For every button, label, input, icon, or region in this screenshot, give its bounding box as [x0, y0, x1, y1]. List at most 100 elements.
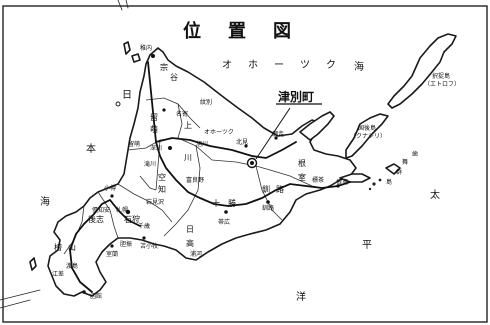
label-urakawa: 浦河	[190, 250, 202, 258]
frame-fold-lines	[0, 0, 129, 309]
sea-okhotsk-4: ツ	[300, 60, 310, 71]
label-etorofu: 択捉島	[432, 72, 450, 80]
habomai-islet-1	[372, 182, 376, 186]
label-rumoi-1: 留	[150, 112, 158, 122]
sea-pacific-2: 平	[362, 240, 372, 251]
label-tokachi-1: 十	[212, 198, 220, 208]
hokkaido-landmass	[47, 47, 357, 297]
label-asahikawa: 旭川	[196, 140, 208, 148]
rishiri-island	[131, 53, 141, 63]
label-takikawa: 滝川	[144, 160, 156, 168]
label-nayoro: 名寄	[176, 110, 188, 118]
label-ishikari: 石狩	[124, 214, 140, 224]
label-hiyama-1: 檜	[54, 242, 62, 252]
label-hidaka-1: 日	[186, 225, 194, 234]
rebun-island	[123, 41, 131, 55]
city-dot-hakodate	[82, 290, 86, 294]
tsubetsu-marker-center	[250, 161, 254, 165]
label-rumoi-2: 萌	[150, 124, 158, 134]
teuri-island	[115, 101, 121, 107]
map-title-char-3: 図	[273, 21, 291, 42]
label-hiyama-2: 山	[68, 242, 76, 252]
city-dot-asahikawa	[168, 146, 172, 150]
city-dot-kushiro	[266, 200, 270, 204]
sea-okhotsk-2: ホ	[248, 59, 258, 71]
map-title-char-2: 置	[228, 21, 246, 42]
sea-pacific-3: 洋	[296, 290, 306, 303]
habomai-islet-2	[378, 178, 382, 182]
label-shibecha: 標茶	[312, 176, 324, 184]
label-rumoi-city: 留萌	[128, 140, 140, 148]
label-soya-2: 谷	[170, 73, 178, 82]
label-kunashiri-kana: （クナシリ）	[350, 133, 386, 140]
city-dot-wakkanai	[151, 54, 155, 58]
label-obihiro: 帯広	[218, 218, 230, 226]
label-habomai-1: 歯	[412, 150, 418, 158]
label-iwamizawa: 岩見沢	[146, 198, 164, 206]
label-kamikawa-2: 川	[184, 153, 192, 162]
city-dot-kitami	[244, 144, 248, 148]
label-kamikawa-1: 上	[184, 121, 192, 130]
city-dot-abashiri	[274, 136, 278, 140]
tsubetsu-label-box	[276, 88, 324, 105]
city-dot-nemuro	[336, 184, 340, 188]
city-dot-nayoro	[162, 108, 166, 112]
label-kitami: 北見	[236, 138, 248, 146]
label-shiribeshi: 後志	[88, 214, 104, 224]
sea-japan-1: 日	[122, 90, 132, 101]
label-fukagawa: 深川	[150, 144, 162, 152]
sea-japan-3: 海	[40, 195, 50, 208]
label-kunashiri: 国後島	[358, 124, 376, 132]
label-hakodate: 函館	[90, 292, 102, 300]
label-habomai-4: 島	[386, 178, 392, 186]
label-nemuro-2: 室	[298, 172, 306, 182]
label-okhotsk-region: オホーツク	[204, 129, 234, 136]
label-otaru: 小樽	[104, 184, 116, 192]
shikotan-island	[385, 163, 401, 175]
label-kushiro-1: 釧	[262, 184, 270, 194]
sea-okhotsk-5: ク	[326, 59, 336, 71]
tsubetsu-label: 津別町	[278, 89, 314, 104]
label-wakkanai: 稚内	[140, 44, 152, 52]
city-dot-tomakomai	[142, 236, 146, 240]
shiretoko-peninsula	[299, 111, 335, 141]
sea-okhotsk-6: 海	[354, 60, 364, 73]
label-tokachi-2: 勝	[228, 198, 236, 208]
etorofu-island	[387, 33, 457, 109]
label-muroran: 室蘭	[106, 250, 118, 258]
habomai-islet-3	[368, 187, 372, 191]
label-monbetsu: 紋別	[200, 98, 212, 106]
label-kushiro-2: 路	[276, 184, 284, 194]
label-nemuro-city: 根室	[336, 178, 348, 186]
city-dot-sapporo	[125, 209, 131, 215]
label-abashiri: 網走	[272, 130, 284, 138]
label-nemuro-1: 根	[298, 158, 306, 168]
city-dot-muroran	[110, 244, 114, 248]
kunashiri-island	[345, 113, 389, 159]
label-sapporo: 札幌	[116, 206, 128, 214]
label-iburi: 胆振	[120, 240, 132, 248]
map-title-char-1: 位	[183, 20, 201, 42]
tsubetsu-leader-line	[255, 107, 291, 160]
label-oshima: 渡島	[66, 262, 78, 270]
label-soya-1: 宗	[160, 62, 168, 72]
sea-pacific-1: 太	[430, 188, 440, 201]
label-chitose: 千歳	[138, 222, 150, 230]
okushiri-island	[29, 257, 37, 271]
label-habomai-3: 群	[396, 168, 402, 176]
label-kushiro-city: 釧路	[262, 204, 274, 212]
label-sorachi-1: 空	[158, 172, 166, 182]
sea-japan-2: 本	[86, 142, 96, 155]
label-furano: 富良野	[186, 176, 204, 184]
label-hidaka-2: 高	[186, 238, 194, 248]
city-dot-otaru	[110, 194, 114, 198]
sea-okhotsk-3: ー	[274, 60, 284, 71]
label-esashi: 江差	[52, 270, 64, 278]
label-sorachi-2: 知	[158, 184, 166, 194]
sea-okhotsk-1: オ	[222, 59, 232, 71]
label-tomakomai: 苫小牧	[140, 242, 158, 250]
label-kutchan: 倶知安	[92, 206, 110, 214]
label-etorofu-kana: （エトロフ）	[424, 81, 460, 88]
city-dot-obihiro	[224, 210, 228, 214]
